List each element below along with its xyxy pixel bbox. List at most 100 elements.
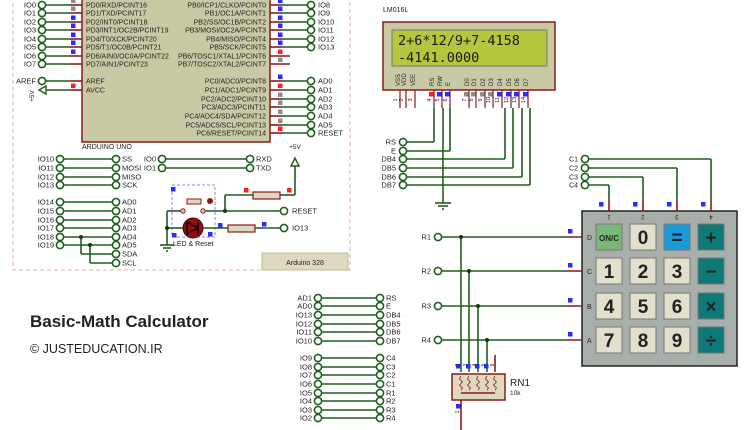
terminal-io4[interactable] [37, 34, 47, 44]
terminal-io5[interactable] [313, 388, 323, 398]
terminal-io10[interactable] [313, 336, 323, 346]
terminal-c3[interactable] [375, 362, 385, 372]
terminal-db4[interactable] [375, 310, 385, 320]
key-0[interactable] [629, 223, 657, 251]
terminal-io3[interactable] [37, 25, 47, 35]
terminal-ad1[interactable] [313, 293, 323, 303]
terminal-io9[interactable] [313, 353, 323, 363]
terminal-r4[interactable] [375, 413, 385, 423]
terminal-io8[interactable] [306, 0, 316, 10]
key-3[interactable] [663, 257, 691, 285]
terminal-r2[interactable] [375, 396, 385, 406]
terminal-io2[interactable] [313, 413, 323, 423]
terminal-io12[interactable] [55, 172, 65, 182]
key-onc[interactable] [595, 223, 623, 251]
terminal-io7[interactable] [37, 59, 47, 69]
terminal-r4[interactable] [433, 335, 443, 345]
terminal-io13[interactable] [313, 310, 323, 320]
terminal-io6[interactable] [37, 51, 47, 61]
key-÷[interactable] [697, 326, 725, 354]
key-4[interactable] [595, 292, 623, 320]
terminal-ad5[interactable] [306, 120, 316, 130]
key-×[interactable] [697, 292, 725, 320]
terminal-io1[interactable] [37, 8, 47, 18]
key-−[interactable] [697, 257, 725, 285]
terminal-io19[interactable] [55, 240, 65, 250]
terminal-io17[interactable] [55, 223, 65, 233]
terminal-scl[interactable] [111, 258, 121, 268]
terminal-db5[interactable] [398, 163, 408, 173]
terminal-io11[interactable] [313, 327, 323, 337]
terminal-ad1[interactable] [111, 206, 121, 216]
terminal-io18[interactable] [55, 232, 65, 242]
reset-button[interactable] [186, 198, 202, 205]
terminal-reset[interactable] [306, 128, 316, 138]
key-1[interactable] [595, 257, 623, 285]
terminal-txd[interactable] [245, 163, 255, 173]
key-2[interactable] [629, 257, 657, 285]
terminal-ad5[interactable] [111, 240, 121, 250]
terminal-sda[interactable] [111, 249, 121, 259]
terminal-e[interactable] [398, 146, 408, 156]
terminal-rs[interactable] [375, 293, 385, 303]
terminal-sck[interactable] [111, 180, 121, 190]
terminal-db5[interactable] [375, 319, 385, 329]
key-9[interactable] [663, 326, 691, 354]
key-=[interactable] [663, 223, 691, 251]
terminal-io13[interactable] [55, 180, 65, 190]
terminal-io11[interactable] [306, 25, 316, 35]
terminal-r2[interactable] [433, 266, 443, 276]
terminal-r3[interactable] [433, 301, 443, 311]
terminal-io10[interactable] [306, 17, 316, 27]
terminal-io10[interactable] [55, 154, 65, 164]
terminal-io13[interactable] [279, 223, 289, 233]
terminal-io1[interactable] [157, 163, 167, 173]
terminal-rs[interactable] [398, 137, 408, 147]
terminal-mosi[interactable] [111, 163, 121, 173]
terminal-db4[interactable] [398, 154, 408, 164]
terminal-io9[interactable] [306, 8, 316, 18]
terminal-ad0[interactable] [306, 76, 316, 86]
terminal-io6[interactable] [313, 379, 323, 389]
terminal-e[interactable] [375, 301, 385, 311]
terminal-c2[interactable] [580, 163, 590, 173]
terminal-reset[interactable] [279, 206, 289, 216]
terminal-db7[interactable] [375, 336, 385, 346]
terminal-c2[interactable] [375, 370, 385, 380]
terminal-db7[interactable] [398, 180, 408, 190]
terminal-ad0[interactable] [313, 301, 323, 311]
terminal-io0[interactable] [157, 154, 167, 164]
terminal-ad0[interactable] [111, 197, 121, 207]
terminal-c4[interactable] [375, 353, 385, 363]
terminal-ad4[interactable] [111, 232, 121, 242]
terminal-c1[interactable] [375, 379, 385, 389]
terminal-io7[interactable] [313, 370, 323, 380]
terminal-ad2[interactable] [111, 215, 121, 225]
key-8[interactable] [629, 326, 657, 354]
terminal-ad3[interactable] [306, 102, 316, 112]
terminal-io11[interactable] [55, 163, 65, 173]
terminal-c4[interactable] [580, 180, 590, 190]
terminal-aref[interactable] [37, 76, 47, 86]
terminal-ad2[interactable] [306, 94, 316, 104]
terminal-ad3[interactable] [111, 223, 121, 233]
terminal-db6[interactable] [398, 172, 408, 182]
terminal-r1[interactable] [433, 232, 443, 242]
terminal-r1[interactable] [375, 388, 385, 398]
key-+[interactable] [697, 223, 725, 251]
terminal-io16[interactable] [55, 215, 65, 225]
terminal-io5[interactable] [37, 42, 47, 52]
terminal-r3[interactable] [375, 405, 385, 415]
terminal-io8[interactable] [313, 362, 323, 372]
terminal-io12[interactable] [313, 319, 323, 329]
terminal-io15[interactable] [55, 206, 65, 216]
key-5[interactable] [629, 292, 657, 320]
terminal-io0[interactable] [37, 0, 47, 10]
terminal-miso[interactable] [111, 172, 121, 182]
terminal-io2[interactable] [37, 17, 47, 27]
terminal-io14[interactable] [55, 197, 65, 207]
terminal-io12[interactable] [306, 34, 316, 44]
terminal-io3[interactable] [313, 405, 323, 415]
terminal-db6[interactable] [375, 327, 385, 337]
terminal-io4[interactable] [313, 396, 323, 406]
